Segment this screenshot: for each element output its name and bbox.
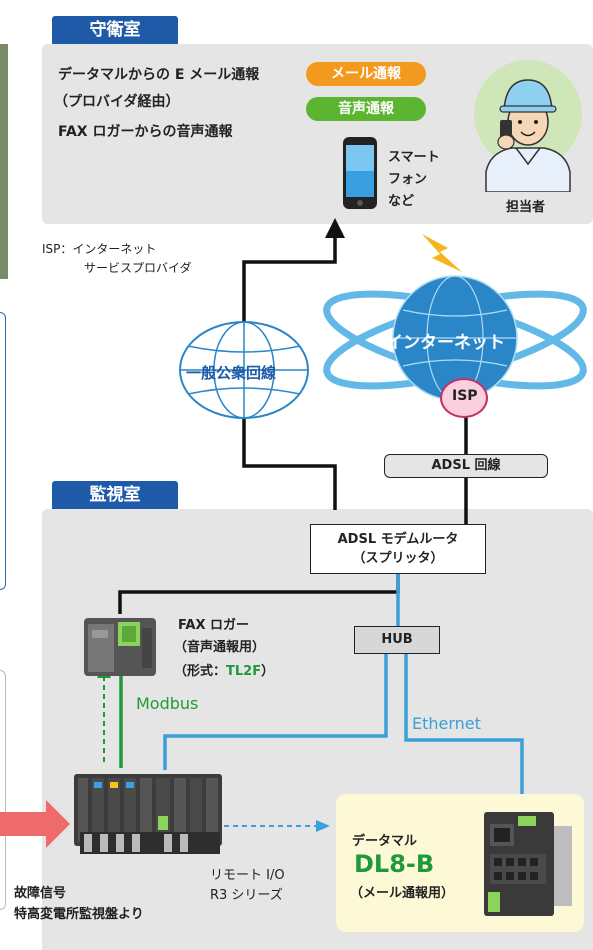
adsl-modem-router-box: ADSL モデムルータ （スプリッタ） xyxy=(310,524,486,574)
fax-model-suffix: ） xyxy=(261,664,275,679)
datamaru-model: DL8-B xyxy=(354,850,435,878)
adsl-line-box: ADSL 回線 xyxy=(384,454,548,478)
remote-io-label-2: R3 シリーズ xyxy=(210,888,283,903)
remote-io-device xyxy=(72,768,224,860)
fax-logger-label-2: （音声通報用） xyxy=(174,640,266,655)
isp-note-line2: サービスプロバイダ xyxy=(84,261,192,275)
guard-line-provider: （プロバイダ経由） xyxy=(54,94,180,110)
datamaru-device xyxy=(480,806,574,918)
voice-notify-badge: 音声通報 xyxy=(306,97,426,121)
monitor-room-tab: 監視室 xyxy=(52,481,178,509)
modbus-label: Modbus xyxy=(136,694,199,713)
fax-logger-model: （形式：TL2F） xyxy=(174,660,274,679)
isp-note-line1: ISP：インターネット xyxy=(42,242,157,256)
fax-logger-label-1: FAX ロガー xyxy=(178,618,249,633)
guard-room-tab: 守衛室 xyxy=(52,16,178,44)
person-label: 担当者 xyxy=(506,200,546,215)
fault-signal-label-2: 特高変電所監視盤より xyxy=(14,907,144,922)
internet-globe-icon xyxy=(318,262,592,412)
fax-model-code: TL2F xyxy=(226,664,262,679)
smartphone-icon xyxy=(342,136,378,210)
person-in-charge-illustration xyxy=(472,52,584,193)
internet-label: インターネット xyxy=(386,333,505,353)
wireless-lightning-icon xyxy=(418,230,466,276)
fault-signal-label-1: 故障信号 xyxy=(14,886,67,901)
remote-io-label-1: リモート I/O xyxy=(210,868,285,883)
left-edge-photo-strip xyxy=(0,44,8,279)
modem-label-line2: （スプリッタ） xyxy=(352,551,444,566)
guard-line-email: データマルからの E メール通報 xyxy=(58,67,260,83)
smartphone-label-3: など xyxy=(388,194,415,209)
fax-logger-device xyxy=(82,614,158,678)
isp-label: ISP xyxy=(452,388,478,404)
fax-model-prefix: （形式： xyxy=(174,664,227,679)
isp-node xyxy=(440,378,488,418)
datamaru-purpose: （メール通報用） xyxy=(350,886,455,901)
public-line-label: 一般公衆回線 xyxy=(186,364,277,382)
guard-line-fax-voice: FAX ロガーからの音声通報 xyxy=(58,124,233,140)
modem-label-line1: ADSL モデムルータ xyxy=(337,532,459,547)
ethernet-label: Ethernet xyxy=(412,714,481,733)
smartphone-label-1: スマート xyxy=(388,150,440,165)
public-line-globe-icon xyxy=(174,318,314,422)
smartphone-label-2: フォン xyxy=(388,172,428,187)
hub-box: HUB xyxy=(354,626,440,654)
datamaru-label: データマル xyxy=(352,834,418,849)
mail-notify-badge: メール通報 xyxy=(306,62,426,86)
